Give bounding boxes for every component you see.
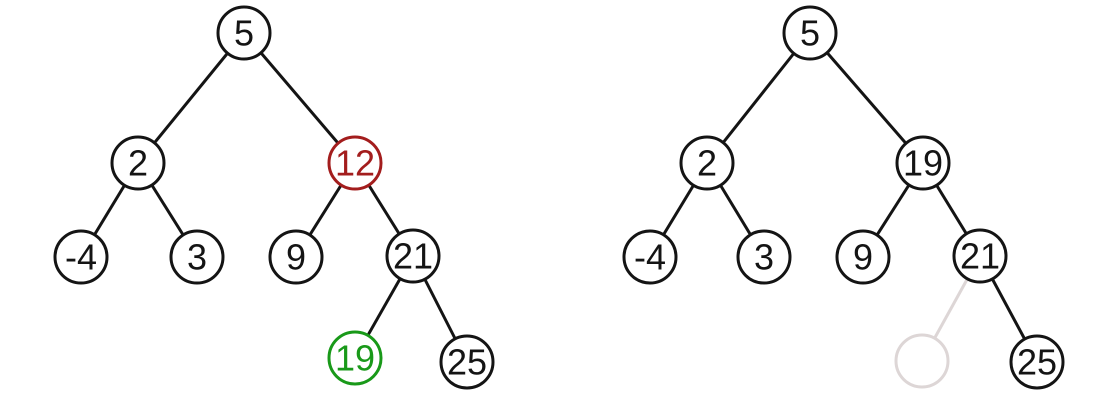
tree-edge-n5-n2 (705, 32, 812, 164)
tree-node-label-n2: 2 (128, 143, 148, 184)
tree-node-label-n3: 3 (754, 237, 774, 278)
tree-before-deletion: 5 2 12 -4 3 9 21 19 25 (53, 5, 495, 390)
tree-node-circle-nm4 (53, 229, 109, 285)
tree-node-circle-n25 (439, 334, 495, 390)
tree-node-circle-n9 (268, 229, 324, 285)
tree-node-label-n3: 3 (187, 237, 207, 278)
tree-node-circle-n5 (782, 5, 838, 61)
tree-node-label-n19: 19 (335, 338, 375, 379)
tree-node-label-n21: 21 (393, 236, 433, 277)
tree-node-circle-nm4 (622, 229, 678, 285)
tree-node-label-n25: 25 (1017, 342, 1057, 383)
tree-edge-n5-n2 (136, 32, 246, 164)
tree-edge-n5-n19 (808, 32, 925, 164)
tree-node-circle-n2 (110, 135, 166, 191)
tree-node-label-n25: 25 (447, 342, 487, 383)
tree-edge-n5-n12 (242, 32, 357, 164)
tree-node-label-n19: 19 (903, 143, 943, 184)
tree-node-label-nm4: -4 (65, 237, 97, 278)
tree-node-label-n12: 12 (335, 143, 375, 184)
tree-node-label-n9: 9 (853, 237, 873, 278)
tree-node-label-nm4: -4 (634, 237, 666, 278)
removed-node-ghost-circle (894, 333, 950, 389)
tree-node-circle-n3 (736, 229, 792, 285)
tree-after-deletion: 5 2 19 -4 3 9 21 25 (622, 5, 1065, 390)
tree-node-circle-n2 (679, 135, 735, 191)
tree-node-label-n9: 9 (286, 237, 306, 278)
tree-node-circle-n19 (327, 330, 383, 386)
tree-node-circle-n9 (835, 229, 891, 285)
tree-node-circle-n12 (327, 135, 383, 191)
tree-node-label-n21: 21 (960, 236, 1000, 277)
tree-node-circle-n19 (895, 135, 951, 191)
tree-node-label-n2: 2 (697, 143, 717, 184)
tree-node-circle-n5 (216, 5, 272, 61)
tree-node-circle-n3 (169, 229, 225, 285)
tree-node-label-n5: 5 (234, 13, 254, 54)
tree-node-circle-n25 (1009, 334, 1065, 390)
tree-node-label-n5: 5 (800, 13, 820, 54)
tree-node-circle-n21 (385, 228, 441, 284)
tree-node-circle-n21 (952, 228, 1008, 284)
